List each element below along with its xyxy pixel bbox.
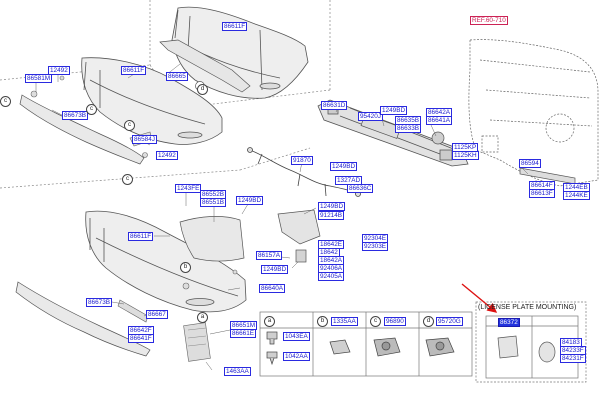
callout-d-1: d [197,84,208,95]
part-label-86667[interactable]: 86667 [146,310,168,319]
part-label-86611F-top[interactable]: 86611F [222,22,248,31]
part-label-86372-highlighted[interactable]: 86372 [498,318,520,327]
part-label-86661E[interactable]: 86661E [230,329,257,338]
bumper-cover-mid [81,57,223,145]
callout-b-table: b [317,316,328,327]
part-label-86594[interactable]: 86594 [519,159,541,168]
part-label-86584J[interactable]: 86584J [132,135,157,144]
part-label-92303E[interactable]: 92303E [362,242,389,251]
part-label-86665[interactable]: 86665 [166,72,188,81]
callout-c-table: c [370,316,381,327]
part-label-12492-a[interactable]: 12492 [48,66,70,75]
part-label-86551B[interactable]: 86551B [200,198,227,207]
part-label-1243FE[interactable]: 1243FE [175,184,202,193]
part-label-1244KE[interactable]: 1244KE [563,191,590,200]
part-label-86613F[interactable]: 86613F [529,189,555,198]
part-label-86581M[interactable]: 86581M [25,74,53,83]
skid-plate-low [15,281,151,357]
part-label-86631D[interactable]: 86631D [321,101,348,110]
fastener-drawings [266,331,455,366]
part-label-1249BD-b[interactable]: 1249BD [330,162,358,171]
callout-d-table: d [423,316,434,327]
callout-a-1: a [197,312,208,323]
callout-c-2: c [86,104,97,115]
small-parts-low [117,269,238,362]
part-label-1043EA[interactable]: 1043EA [283,332,310,341]
part-label-95720G[interactable]: 95720G [436,317,463,326]
callout-b-1: b [180,262,191,273]
callout-c-1: c [0,96,11,107]
part-label-1463AA[interactable]: 1463AA [224,367,251,376]
part-label-86633B[interactable]: 86633B [395,124,422,133]
part-label-1249BD-c[interactable]: 1249BD [236,196,264,205]
reinforcement-strip [159,39,251,93]
part-label-12492-b[interactable]: 12492 [156,151,178,160]
part-label-84231F[interactable]: 84231F [560,354,586,363]
callout-a-table: a [264,316,275,327]
callout-c-4: c [122,174,133,185]
part-label-86641A-top[interactable]: 86641A [426,116,453,125]
part-label-86636C[interactable]: 86636C [347,184,374,193]
highlight-arrow [461,283,498,313]
part-label-1249BD-a[interactable]: 1249BD [380,106,408,115]
bumper-cover-low [85,210,247,313]
part-label-95420J[interactable]: 95420J [358,112,383,121]
part-label-86673B-low[interactable]: 86673B [86,298,113,307]
license-plate-title: (LICENSE PLATE MOUNTING) [478,304,577,311]
wiring-harness [247,147,361,197]
part-label-92405A[interactable]: 92405A [318,272,345,281]
part-label-1249BD-e[interactable]: 1249BD [261,265,289,274]
part-label-96890[interactable]: 96890 [384,317,406,326]
part-label-1335AA[interactable]: 1335AA [331,317,358,326]
part-label-91870[interactable]: 91870 [291,156,313,165]
callout-c-3: c [124,120,135,131]
bumper-cover-top [171,6,309,99]
side-garnish [179,216,245,262]
part-label-86673B-top[interactable]: 86673B [62,111,89,120]
part-label-86157A[interactable]: 86157A [256,251,283,260]
corner-bracket [277,209,321,263]
part-label-86640A[interactable]: 86640A [259,284,286,293]
reference-label[interactable]: REF.60-710 [470,16,508,25]
part-label-1042AA[interactable]: 1042AA [283,352,310,361]
part-label-86641F[interactable]: 86641F [128,334,154,343]
part-label-86611F-mid[interactable]: 86611F [121,66,147,75]
quarter-panel-reference [468,39,599,187]
license-plate-parts [497,335,556,363]
part-label-86611F-low[interactable]: 86611F [128,232,154,241]
fastener-table [259,311,473,377]
part-label-1125KH[interactable]: 1125KH [452,151,479,160]
part-label-91214B[interactable]: 91214B [318,211,345,220]
part-label-1249BD-d[interactable]: 1249BD [318,202,346,211]
